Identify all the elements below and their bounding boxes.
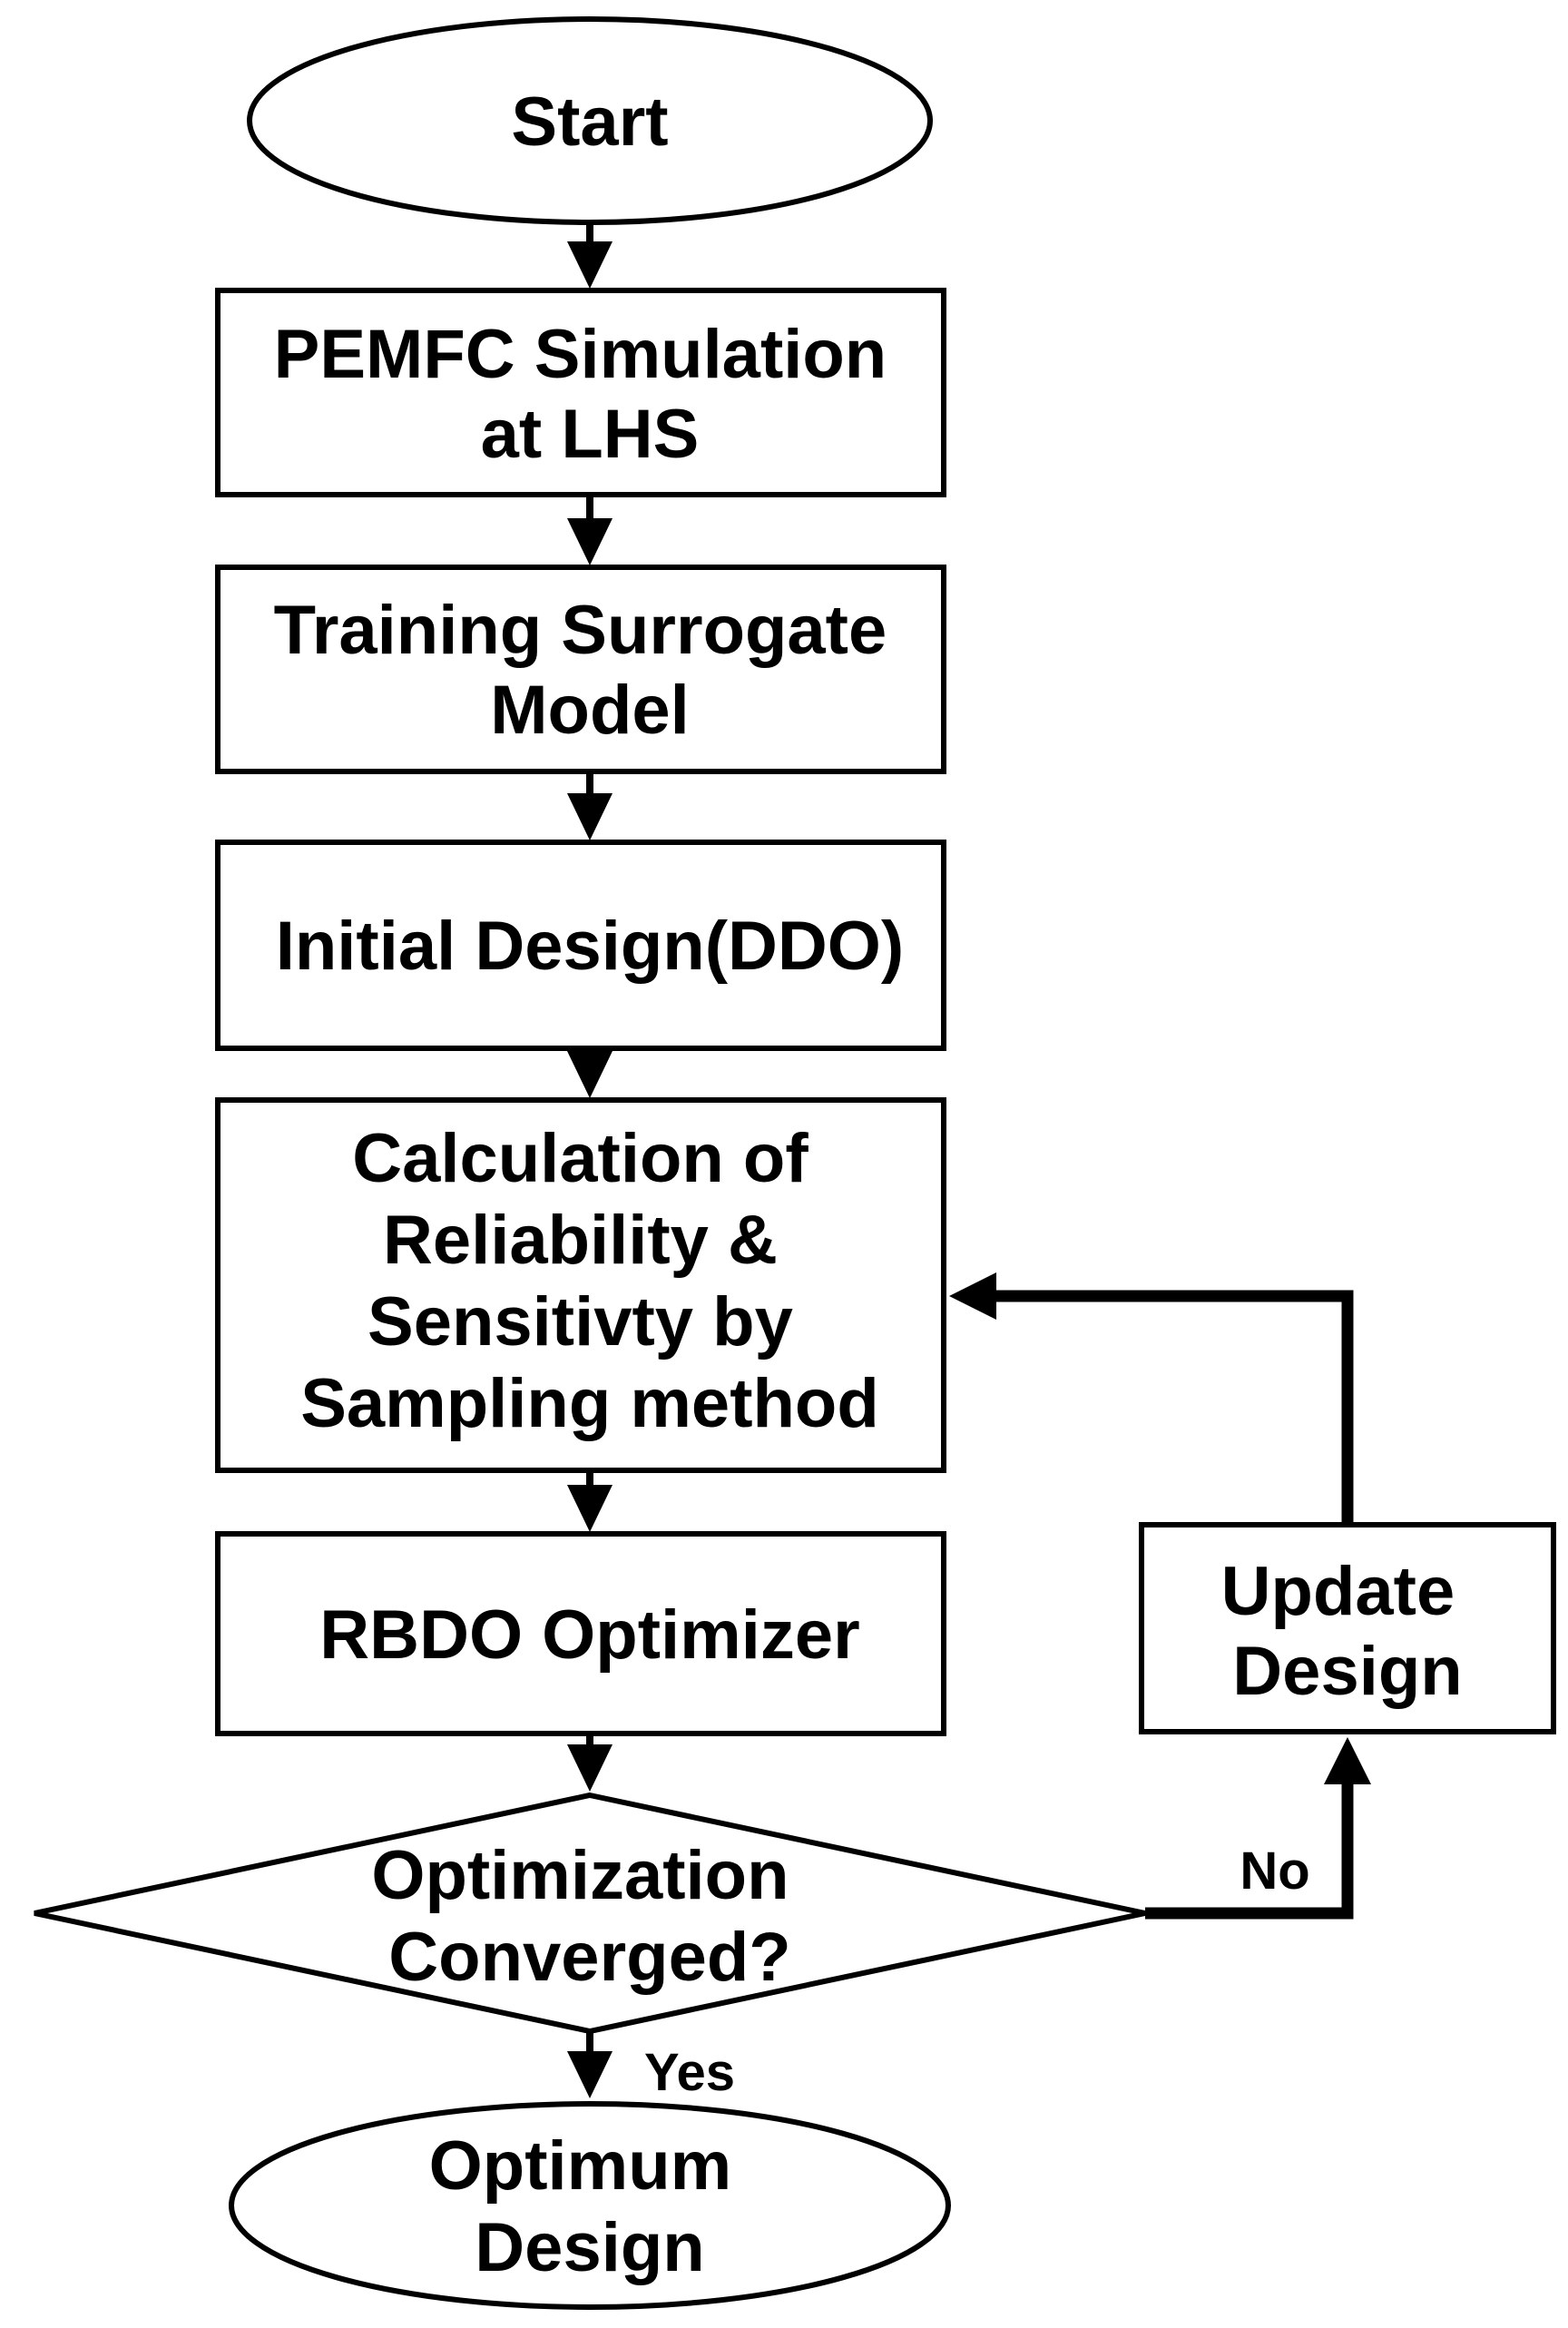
calculation-label: Calculation of Reliability & Sensitivty …: [300, 1120, 879, 1442]
pemfc-rect: [215, 288, 946, 497]
arrow-up-icon: [1324, 1737, 1371, 1784]
edge-no-decision-to-update: [1145, 1737, 1371, 1920]
update-rect: [1139, 1522, 1556, 1734]
node-start: Start: [247, 16, 933, 225]
initial-label: Initial Design(DDO): [276, 908, 904, 985]
arrow-down-icon: [567, 1485, 612, 1532]
no-branch-label: No: [1240, 1842, 1309, 1901]
yes-branch-label: Yes: [644, 2043, 735, 2102]
node-training-surrogate: Training Surrogate Model: [215, 565, 946, 774]
arrow-pemfc-to-training: [567, 495, 612, 565]
training-label: Training Surrogate Model: [274, 592, 906, 749]
arrow-decision-to-optimum: [567, 2031, 612, 2098]
arrow-down-icon: [567, 793, 612, 840]
node-pemfc-simulation: PEMFC Simulation at LHS: [215, 288, 946, 497]
arrow-training-to-initial: [567, 771, 612, 840]
arrow-down-icon: [567, 1744, 612, 1792]
edge-update-to-calculation: [949, 1272, 1354, 1528]
start-label: Start: [511, 83, 668, 161]
arrow-calculation-to-rbdo: [567, 1470, 612, 1532]
initial-rect: [215, 840, 946, 1051]
start-ellipse: [247, 16, 933, 225]
node-calculation: Calculation of Reliability & Sensitivty …: [215, 1097, 946, 1473]
arrow-start-to-pemfc: [567, 223, 612, 289]
arrow-down-icon: [567, 518, 612, 565]
node-initial-design: Initial Design(DDO): [215, 840, 946, 1051]
arrow-down-icon: [567, 2051, 612, 2098]
decision-label: Optimization Converged?: [371, 1837, 808, 1996]
arrow-rbdo-to-decision: [567, 1734, 612, 1792]
node-rbdo-optimizer: RBDO Optimizer: [215, 1531, 946, 1736]
arrow-down-icon: [567, 241, 612, 289]
decision-diamond: [34, 1792, 1146, 2035]
calculation-rect: [215, 1097, 946, 1473]
feedback-line: [1145, 1779, 1354, 1920]
rbdo-label: RBDO Optimizer: [319, 1596, 859, 1674]
update-label: Update Design: [1221, 1553, 1475, 1710]
arrow-left-icon: [949, 1272, 996, 1320]
node-optimum-design: Optimum Design: [229, 2101, 951, 2310]
pemfc-label: PEMFC Simulation at LHS: [274, 316, 906, 473]
rbdo-rect: [215, 1531, 946, 1736]
optimum-ellipse: [229, 2101, 951, 2310]
training-rect: [215, 565, 946, 774]
arrow-down-icon: [567, 1051, 612, 1098]
node-decision-converged: Optimization Converged?: [34, 1792, 1146, 2035]
arrow-initial-to-calculation: [567, 1048, 612, 1098]
node-update-design: Update Design: [1139, 1522, 1556, 1734]
feedback-line: [991, 1290, 1354, 1528]
optimum-label: Optimum Design: [429, 2127, 751, 2286]
